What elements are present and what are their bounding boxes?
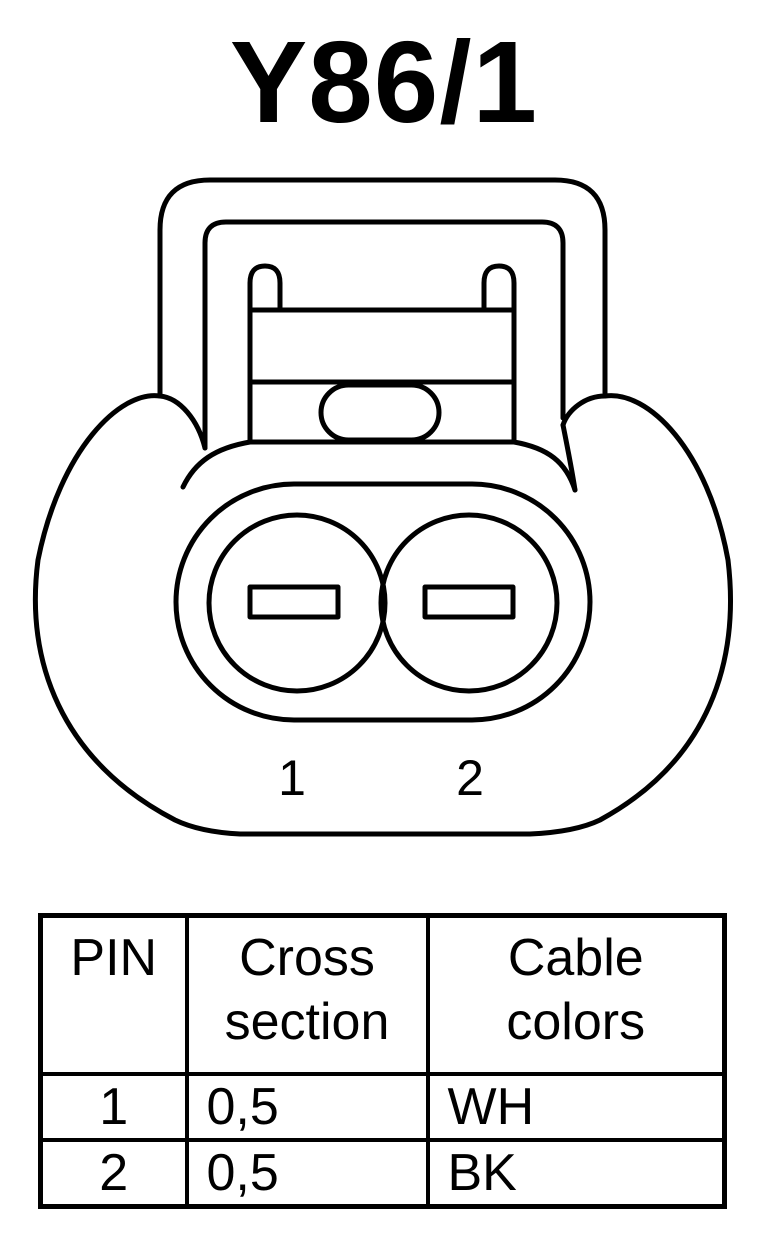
- housing-body: [33, 393, 733, 837]
- latch-button: [318, 382, 442, 443]
- pin-assignment-table: PIN Cross section Cable colors 1 0,5 WH …: [38, 913, 727, 1209]
- latch-frame-outer: [157, 177, 608, 399]
- pin-label-2: 2: [456, 750, 484, 806]
- header-pin: PIN: [38, 913, 189, 1076]
- latch-frame-inner: [202, 219, 566, 451]
- housing-inner-edge: [180, 439, 578, 493]
- pin-contact-2: [422, 584, 516, 620]
- table-row: 1 0,5 WH: [38, 1072, 727, 1142]
- connector-title: Y86/1: [229, 17, 539, 147]
- cell-cable-color: WH: [425, 1072, 727, 1142]
- pin-socket-2: [378, 512, 560, 694]
- cell-cable-color: BK: [425, 1138, 727, 1209]
- cell-cross-section: 0,5: [184, 1138, 430, 1209]
- header-cross-section: Cross section: [184, 913, 430, 1076]
- cell-pin: 2: [38, 1138, 189, 1209]
- pin-label-1: 1: [278, 750, 306, 806]
- pin-cavity-frame: [173, 481, 593, 723]
- cell-pin: 1: [38, 1072, 189, 1142]
- connector-diagram: 1 2: [33, 177, 733, 837]
- pin-contact-1: [247, 584, 341, 620]
- pin-socket-1: [206, 512, 388, 694]
- header-cable-colors: Cable colors: [425, 913, 727, 1076]
- latch-arm-left: [247, 263, 283, 445]
- table-row: 2 0,5 BK: [38, 1138, 727, 1209]
- latch-arm-right: [481, 263, 517, 445]
- cell-cross-section: 0,5: [184, 1072, 430, 1142]
- housing-shoulder-left: [157, 393, 208, 451]
- table-header-row: PIN Cross section Cable colors: [38, 913, 727, 1076]
